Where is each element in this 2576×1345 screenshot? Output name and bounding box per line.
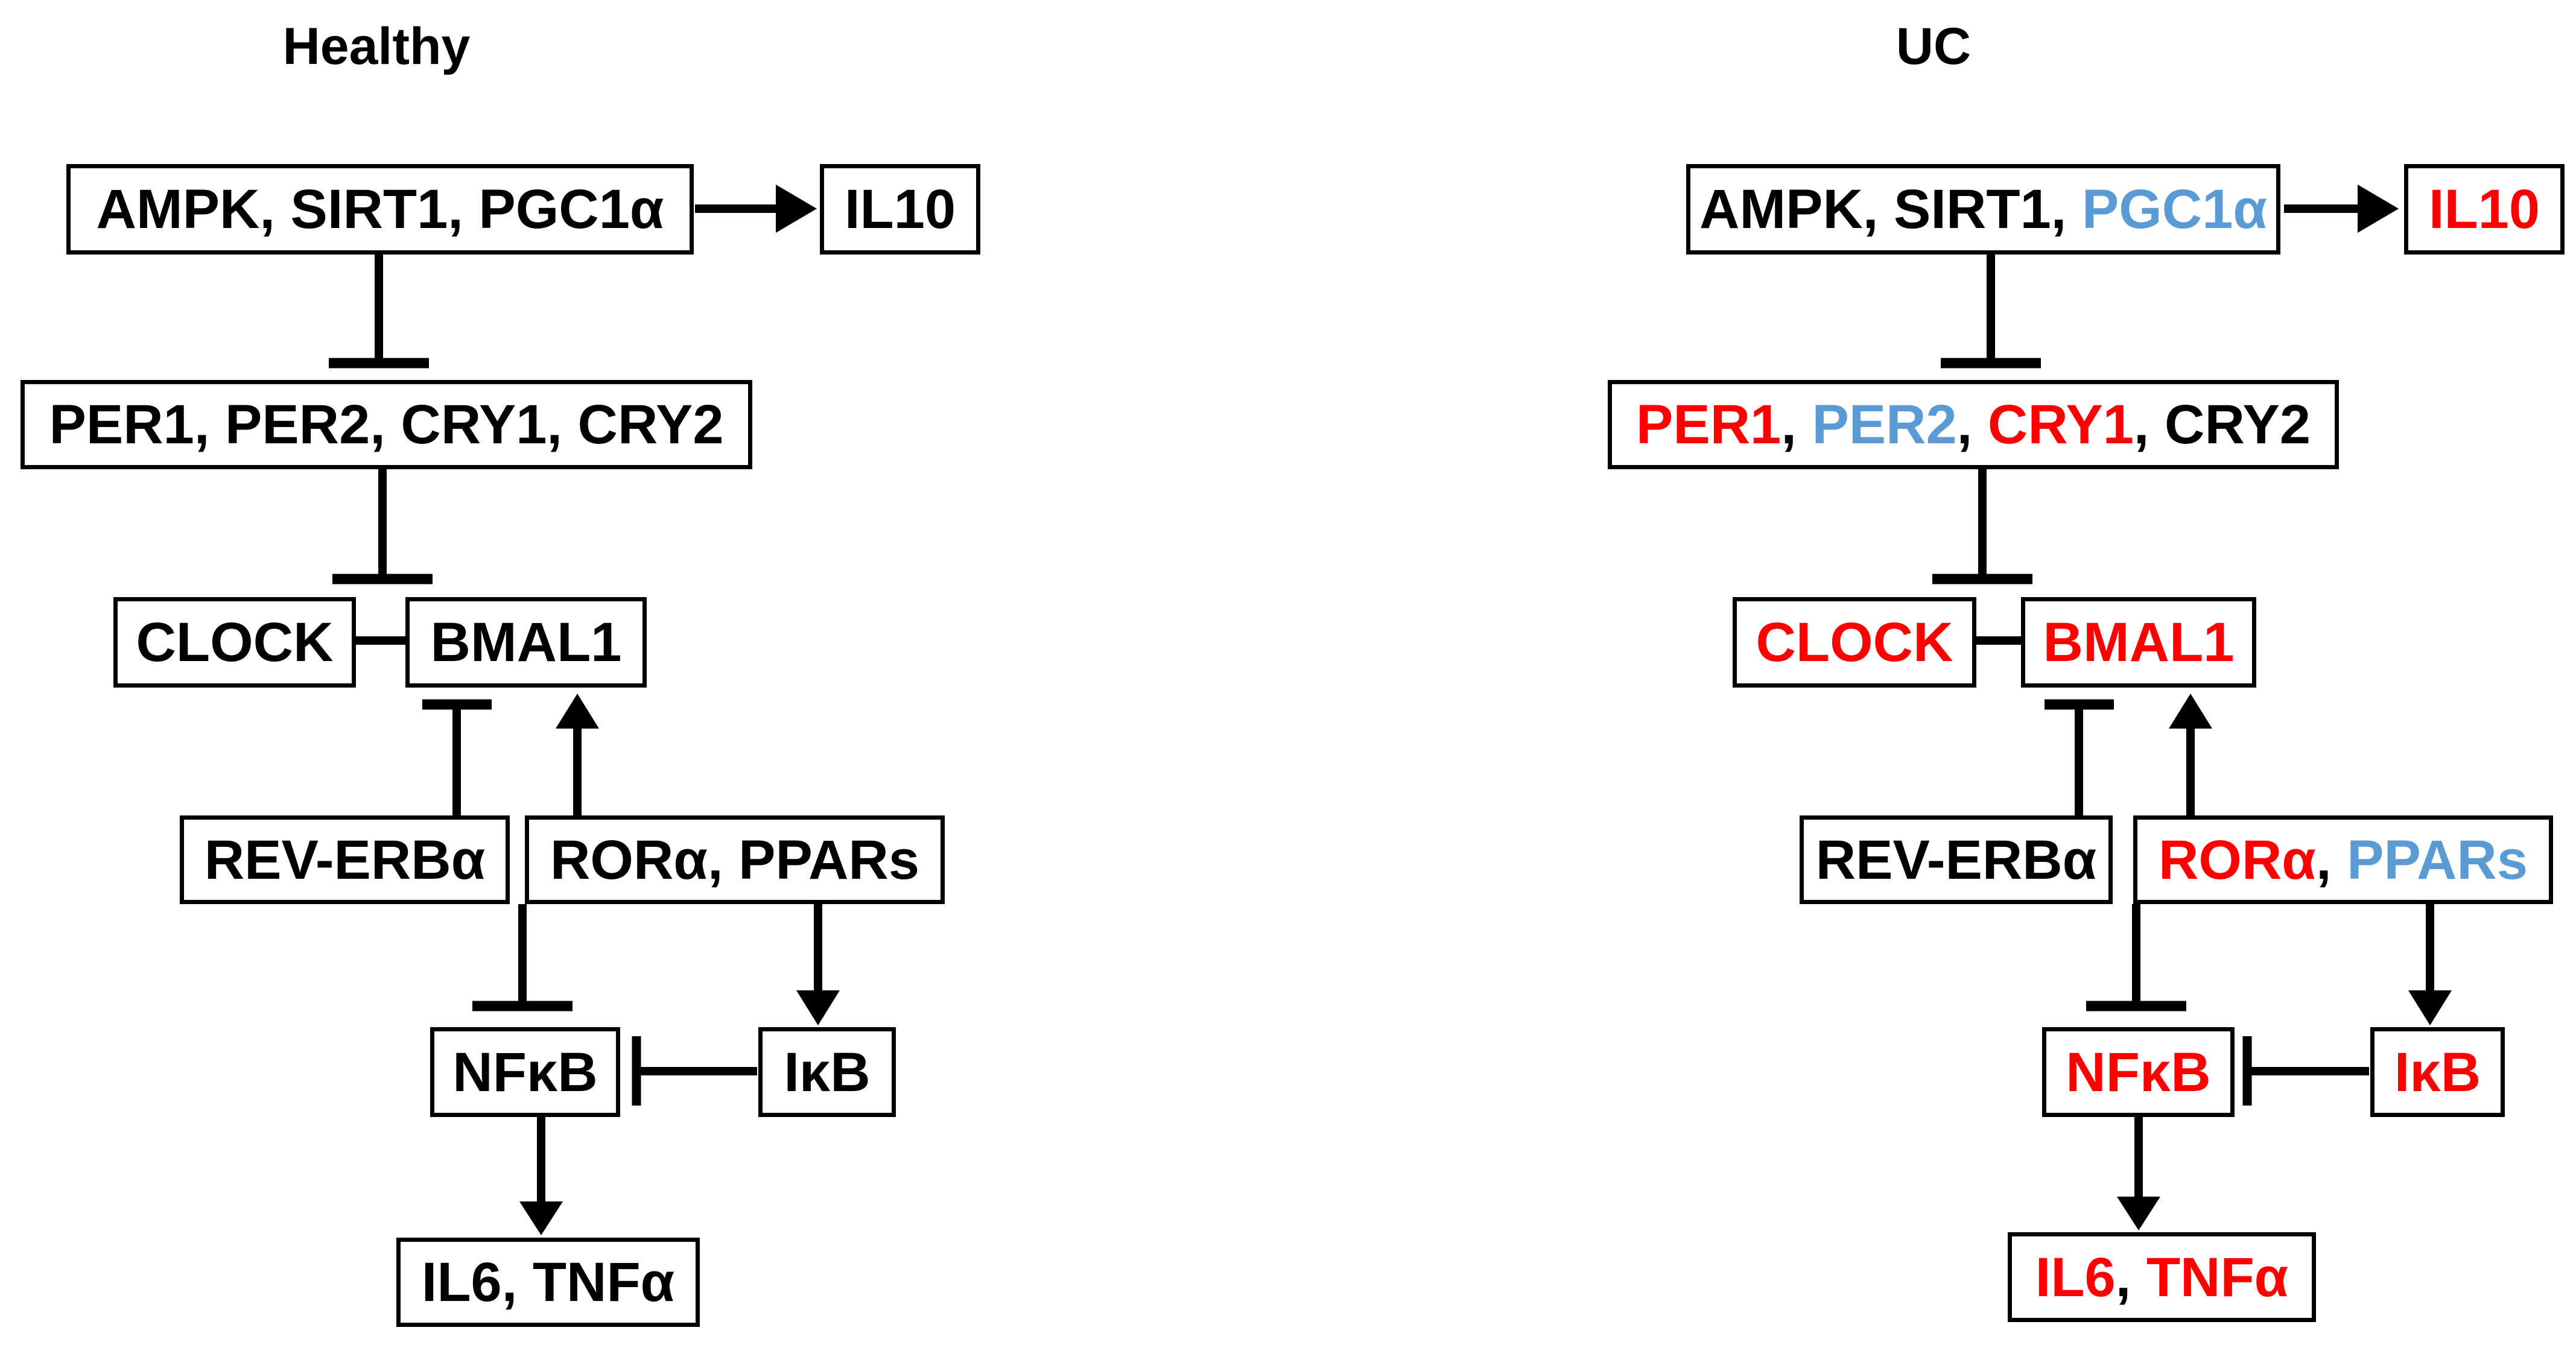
- node-healthy-rora-ppars: RORα, PPARs: [525, 815, 945, 904]
- node-healthy-bmal1: BMAL1: [405, 597, 647, 688]
- node-label-segment: IκB: [784, 1041, 871, 1103]
- node-label-segment: ,: [1956, 394, 1988, 455]
- node-label-segment: CLOCK: [1756, 612, 1953, 673]
- node-label-segment: PPARs: [2347, 829, 2528, 891]
- node-uc-per-cry: PER1, PER2, CRY1, CRY2: [1608, 380, 2339, 469]
- node-label-segment: IL10: [2428, 179, 2540, 240]
- node-uc-il10: IL10: [2404, 164, 2565, 255]
- node-uc-rev-erba: REV-ERBα: [1800, 815, 2113, 904]
- node-label-segment: PER1: [1635, 394, 1781, 455]
- healthy-rora-bmal1-arrow-head: [556, 694, 599, 729]
- node-uc-nfkb: NFκB: [2042, 1027, 2235, 1117]
- node-label-segment: IL10: [844, 179, 956, 240]
- node-healthy-ikb: IκB: [758, 1027, 896, 1117]
- node-label-segment: BMAL1: [430, 612, 622, 673]
- node-uc-il6-tnfa: IL6, TNFα: [2008, 1232, 2316, 1322]
- node-healthy-clock: CLOCK: [113, 597, 356, 688]
- node-label-segment: CRY1: [1987, 394, 2134, 455]
- node-label-segment: IκB: [2394, 1041, 2481, 1103]
- node-label-segment: ,: [1781, 394, 1812, 455]
- healthy-ampk-il10-arrow-head: [776, 185, 817, 233]
- node-label-segment: IL6, TNFα: [421, 1252, 675, 1313]
- node-healthy-nfkb: NFκB: [430, 1027, 620, 1117]
- node-uc-ampk-sirt1-pgc1a: AMPK, SIRT1, PGC1α: [1686, 164, 2280, 255]
- node-label-segment: PER2: [1812, 394, 1957, 455]
- node-label-segment: CLOCK: [136, 612, 334, 673]
- healthy-rora-ikb-arrow-head: [796, 990, 840, 1025]
- node-uc-bmal1: BMAL1: [2021, 597, 2256, 688]
- node-healthy-il6-tnfa: IL6, TNFα: [396, 1238, 700, 1327]
- uc-ampk-il10-arrow-head: [2358, 185, 2399, 233]
- node-healthy-ampk-sirt1-pgc1a: AMPK, SIRT1, PGC1α: [66, 164, 694, 255]
- healthy-nfkb-il6-arrow-head: [519, 1201, 563, 1235]
- panel-title-healthy: Healthy: [282, 17, 471, 75]
- node-label-segment: REV-ERBα: [204, 829, 486, 891]
- node-label-segment: NFκB: [2066, 1041, 2211, 1103]
- node-label-segment: REV-ERBα: [1815, 829, 2097, 891]
- node-label-segment: RORα: [2158, 829, 2316, 891]
- uc-nfkb-il6-arrow-head: [2117, 1197, 2160, 1230]
- uc-rora-bmal1-arrow-head: [2169, 694, 2212, 729]
- node-uc-rora-ppars: RORα, PPARs: [2133, 815, 2553, 904]
- node-label-segment: AMPK, SIRT1,: [1699, 179, 2082, 240]
- node-uc-ikb: IκB: [2370, 1027, 2505, 1117]
- node-label-segment: RORα, PPARs: [550, 829, 920, 891]
- node-healthy-il10: IL10: [820, 164, 980, 255]
- node-label-segment: TNFα: [2146, 1246, 2289, 1308]
- node-healthy-per-cry: PER1, PER2, CRY1, CRY2: [21, 380, 752, 469]
- node-label-segment: BMAL1: [2043, 612, 2235, 673]
- node-label-segment: IL6: [2035, 1246, 2116, 1308]
- node-uc-clock: CLOCK: [1733, 597, 1976, 688]
- node-label-segment: NFκB: [452, 1041, 598, 1103]
- node-label-segment: ,: [2115, 1246, 2146, 1308]
- node-label-segment: CRY2: [2165, 394, 2311, 455]
- node-label-segment: ,: [2133, 394, 2165, 455]
- node-healthy-rev-erba: REV-ERBα: [180, 815, 510, 904]
- panel-title-uc: UC: [1896, 17, 1972, 75]
- node-label-segment: PER1, PER2, CRY1, CRY2: [49, 394, 724, 455]
- node-label-segment: PGC1α: [2081, 179, 2267, 240]
- node-label-segment: AMPK, SIRT1, PGC1α: [96, 179, 664, 240]
- uc-rora-ikb-arrow-head: [2408, 990, 2452, 1025]
- node-label-segment: ,: [2315, 829, 2347, 891]
